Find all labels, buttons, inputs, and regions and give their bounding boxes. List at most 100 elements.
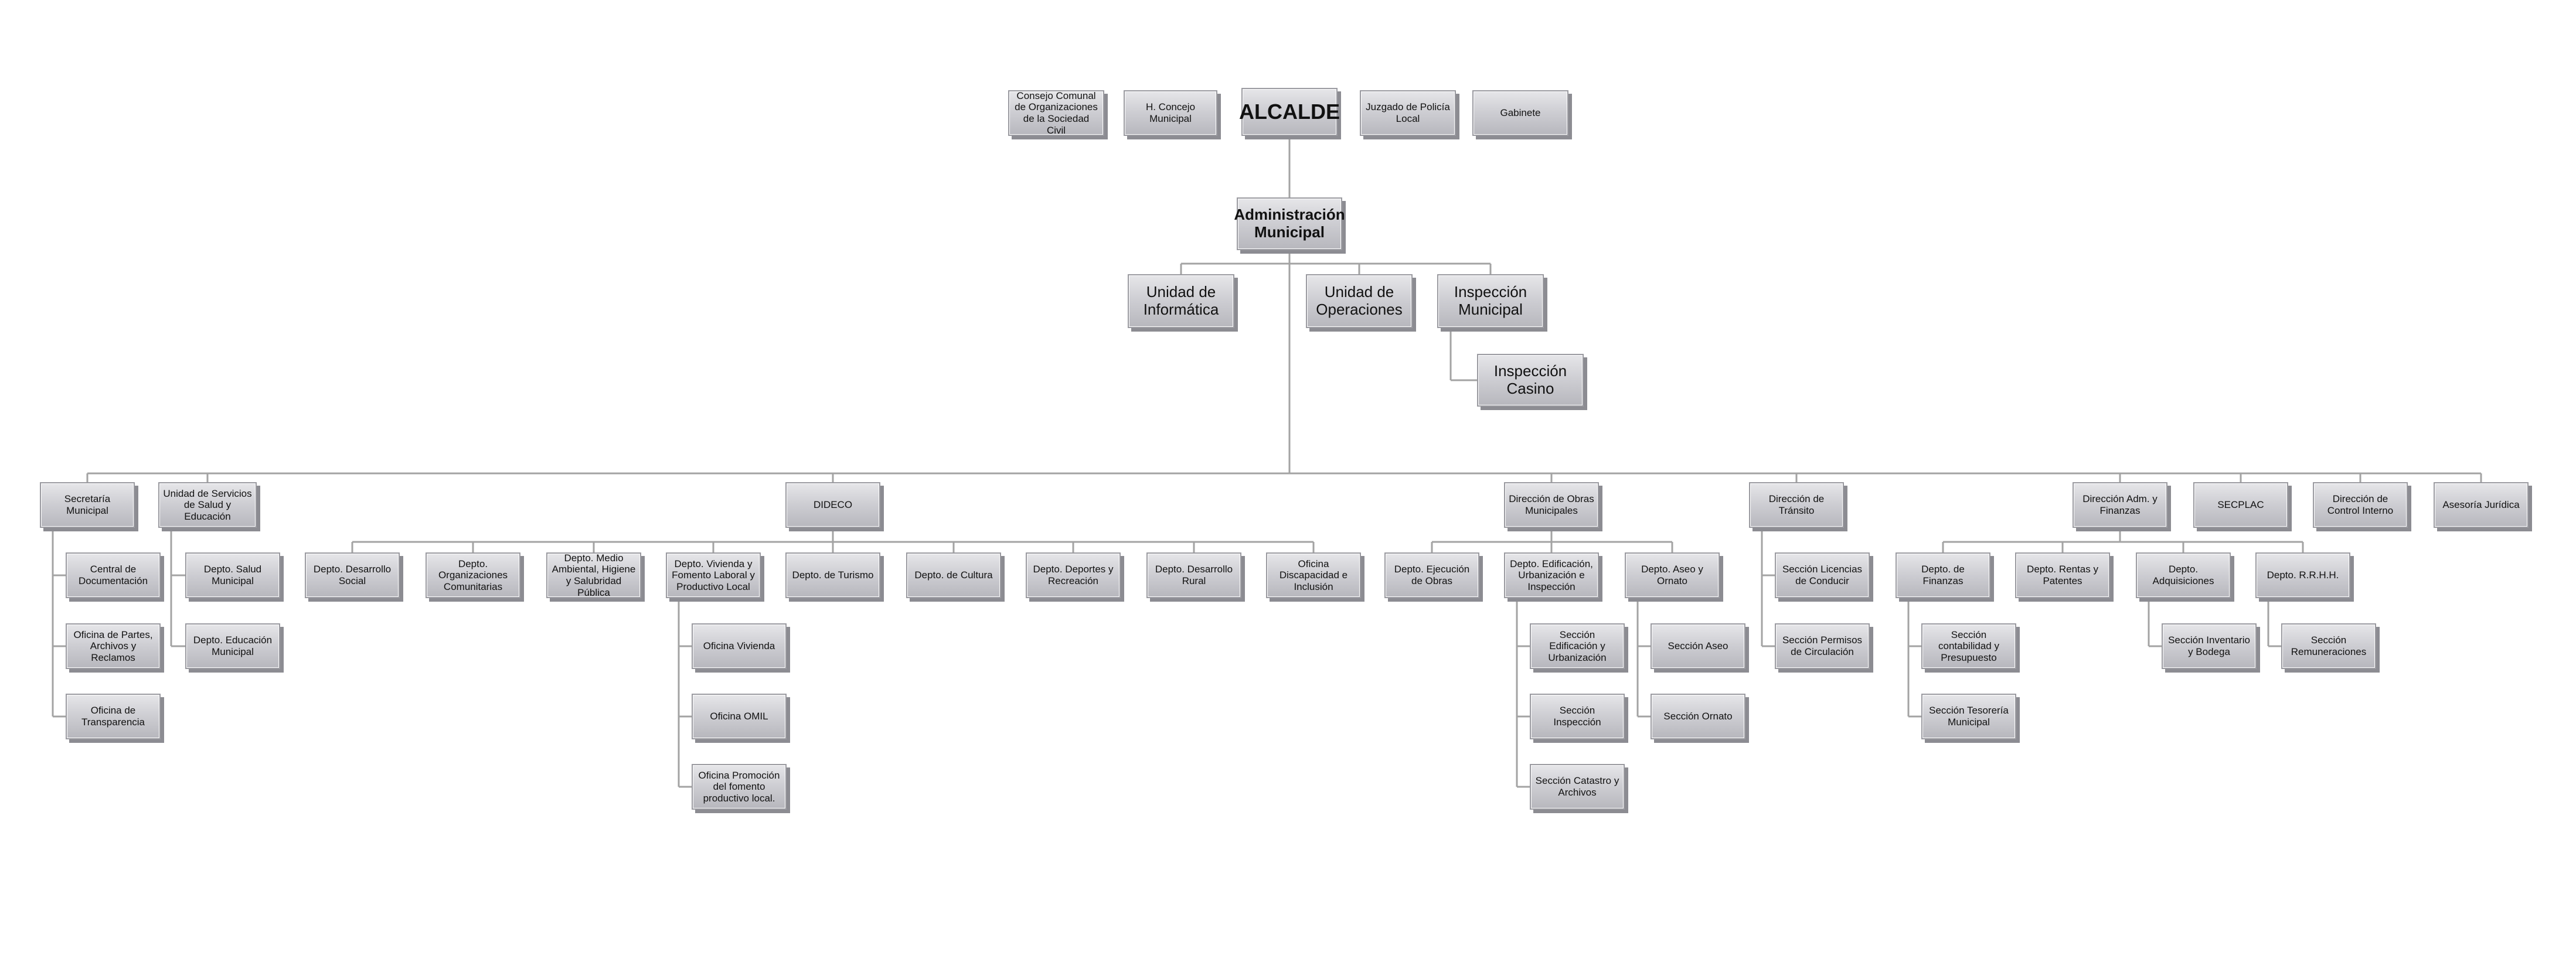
box-seccion-aseo: Sección Aseo xyxy=(1651,623,1745,669)
box-seccion-catastro: Sección Catastro y Archivos xyxy=(1530,764,1625,810)
box-ejecucion-obras: Depto. Ejecución de Obras xyxy=(1384,552,1479,598)
box-label: Sección Tesorería Municipal xyxy=(1929,705,2009,728)
box-label: Depto. Deportes y Recreación xyxy=(1033,564,1114,586)
box-label: Sección Remuneraciones xyxy=(2291,634,2367,657)
box-label: Dirección de Control Interno xyxy=(2327,493,2394,516)
box-seccion-ornato: Sección Ornato xyxy=(1651,694,1745,739)
box-label: Depto. R.R.H.H. xyxy=(2267,569,2339,581)
box-operaciones: Unidad de Operaciones xyxy=(1306,274,1413,328)
box-label: Asesoría Jurídica xyxy=(2442,499,2520,511)
box-gabinete: Gabinete xyxy=(1472,90,1568,136)
box-oficina-omil: Oficina OMIL xyxy=(692,694,787,739)
box-label: Dirección de Obras Municipales xyxy=(1509,493,1594,516)
box-label: Inspección Casino xyxy=(1493,362,1567,397)
box-label: SECPLAC xyxy=(2217,499,2264,511)
box-label: Central de Documentación xyxy=(78,564,148,586)
box-transito: Dirección de Tránsito xyxy=(1749,482,1844,528)
box-label: Sección Ornato xyxy=(1663,711,1733,722)
box-discapacidad: Oficina Discapacidad e Inclusión xyxy=(1266,552,1361,598)
box-label: Depto. Salud Municipal xyxy=(203,564,262,586)
box-oficina-partes: Oficina de Partes, Archivos y Reclamos xyxy=(66,623,161,669)
box-aseo-ornato: Depto. Aseo y Ornato xyxy=(1625,552,1720,598)
box-label: H. Concejo Municipal xyxy=(1145,101,1196,124)
box-concejo: H. Concejo Municipal xyxy=(1124,90,1217,136)
box-label: Oficina Promoción del fomento productivo… xyxy=(698,769,780,804)
box-label: Oficina de Transparencia xyxy=(81,705,145,728)
box-seccion-edificacion: Sección Edificación y Urbanización xyxy=(1530,623,1625,669)
box-depto-salud: Depto. Salud Municipal xyxy=(185,552,280,598)
box-edificacion: Depto. Edificación, Urbanización e Inspe… xyxy=(1504,552,1599,598)
box-turismo: Depto. de Turismo xyxy=(785,552,880,598)
box-label: Consejo Comunal de Organizaciones de la … xyxy=(1015,90,1098,136)
box-label: Unidad de Operaciones xyxy=(1316,283,1403,318)
box-label: Oficina Discapacidad e Inclusión xyxy=(1279,558,1348,592)
box-label: Depto. de Cultura xyxy=(914,569,993,581)
box-consejo: Consejo Comunal de Organizaciones de la … xyxy=(1008,90,1104,136)
box-tesoreria: Sección Tesorería Municipal xyxy=(1921,694,2016,739)
box-depto-educacion: Depto. Educación Municipal xyxy=(185,623,280,669)
box-inspeccion-casino: Inspección Casino xyxy=(1477,354,1584,407)
box-desarrollo-social: Depto. Desarrollo Social xyxy=(305,552,400,598)
box-adquisiciones: Depto. Adquisiciones xyxy=(2136,552,2231,598)
box-label: Unidad de Informática xyxy=(1143,283,1219,318)
box-seccion-inspeccion: Sección Inspección xyxy=(1530,694,1625,739)
box-label: Depto. Vivienda y Fomento Laboral y Prod… xyxy=(672,558,755,592)
box-label: Depto. Edificación, Urbanización e Inspe… xyxy=(1510,558,1593,592)
box-label: Unidad de Servicios de Salud y Educación xyxy=(163,487,252,522)
box-depto-finanzas: Depto. de Finanzas xyxy=(1896,552,1990,598)
box-label: Depto. Organizaciones Comunitarias xyxy=(438,558,508,592)
box-secretaria: Secretaría Municipal xyxy=(40,482,135,528)
box-secplac: SECPLAC xyxy=(2193,482,2288,528)
box-label: Dirección Adm. y Finanzas xyxy=(2082,493,2158,516)
box-label: Gabinete xyxy=(1500,107,1541,119)
box-label: Administración Municipal xyxy=(1234,206,1345,241)
box-salud-educacion: Unidad de Servicios de Salud y Educación xyxy=(158,482,257,528)
box-label: Depto. Ejecución de Obras xyxy=(1394,564,1470,586)
box-permisos: Sección Permisos de Circulación xyxy=(1775,623,1870,669)
box-desarrollo-rural: Depto. Desarrollo Rural xyxy=(1146,552,1241,598)
box-label: Sección Aseo xyxy=(1668,640,1728,652)
box-oficina-vivienda: Oficina Vivienda xyxy=(692,623,787,669)
box-label: Oficina OMIL xyxy=(710,711,768,722)
box-control: Dirección de Control Interno xyxy=(2313,482,2408,528)
box-label: Secretaría Municipal xyxy=(64,493,111,516)
box-remuneraciones: Sección Remuneraciones xyxy=(2281,623,2376,669)
box-inventario: Sección Inventario y Bodega xyxy=(2162,623,2257,669)
box-label: Oficina Vivienda xyxy=(703,640,775,652)
box-label: Oficina de Partes, Archivos y Reclamos xyxy=(73,629,153,663)
box-label: Sección Inventario y Bodega xyxy=(2168,634,2250,657)
box-alcalde: ALCALDE xyxy=(1239,88,1340,136)
box-label: Depto. Desarrollo Rural xyxy=(1155,564,1233,586)
box-label: Depto. Aseo y Ornato xyxy=(1641,564,1703,586)
box-label: Sección Inspección xyxy=(1553,705,1601,728)
box-label: ALCALDE xyxy=(1239,100,1340,124)
box-label: Sección Permisos de Circulación xyxy=(1782,634,1863,657)
box-label: Inspección Municipal xyxy=(1454,283,1527,318)
box-label: Sección Catastro y Archivos xyxy=(1535,775,1619,798)
box-label: Depto. Rentas y Patentes xyxy=(2027,564,2098,586)
box-label: Depto. de Finanzas xyxy=(1921,564,1965,586)
box-central-doc: Central de Documentación xyxy=(66,552,161,598)
box-vivienda-fomento: Depto. Vivienda y Fomento Laboral y Prod… xyxy=(666,552,761,598)
box-contabilidad: Sección contabilidad y Presupuesto xyxy=(1921,623,2016,669)
box-informatica: Unidad de Informática xyxy=(1128,274,1234,328)
box-rrhh: Depto. R.R.H.H. xyxy=(2255,552,2350,598)
box-rentas: Depto. Rentas y Patentes xyxy=(2015,552,2110,598)
box-label: Depto. de Turismo xyxy=(792,569,874,581)
box-obras: Dirección de Obras Municipales xyxy=(1504,482,1599,528)
box-juzgado: Juzgado de Policía Local xyxy=(1360,90,1456,136)
box-finanzas-dir: Dirección Adm. y Finanzas xyxy=(2073,482,2167,528)
box-licencias: Sección Licencias de Conducir xyxy=(1775,552,1870,598)
box-inspeccion-municipal: Inspección Municipal xyxy=(1437,274,1544,328)
box-cultura: Depto. de Cultura xyxy=(906,552,1001,598)
box-label: Depto. Desarrollo Social xyxy=(313,564,392,586)
box-oficina-transparencia: Oficina de Transparencia xyxy=(66,694,161,739)
box-label: Depto. Medio Ambiental, Higiene y Salubr… xyxy=(552,552,636,598)
box-deportes: Depto. Deportes y Recreación xyxy=(1026,552,1121,598)
box-label: Dirección de Tránsito xyxy=(1768,493,1825,516)
box-asesoria: Asesoría Jurídica xyxy=(2434,482,2529,528)
box-label: Depto. Adquisiciones xyxy=(2152,564,2214,586)
box-label: Sección Edificación y Urbanización xyxy=(1548,629,1607,663)
